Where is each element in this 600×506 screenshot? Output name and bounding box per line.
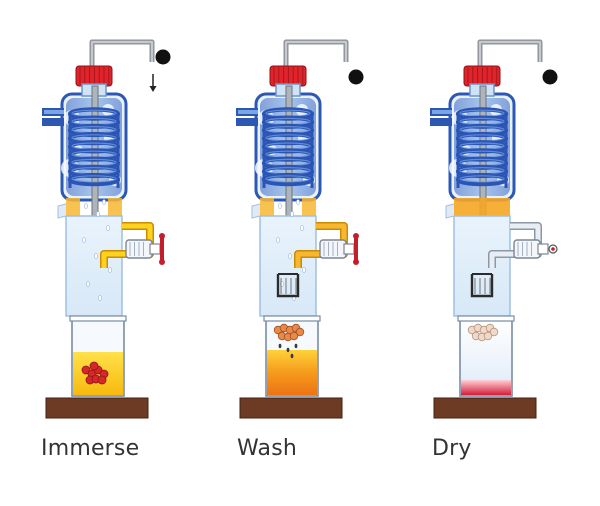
rinse-drop bbox=[294, 343, 298, 349]
sample-bead bbox=[489, 327, 499, 337]
stopcock-knob-bottom bbox=[353, 259, 359, 265]
vapor-zone bbox=[454, 198, 510, 218]
condensate-drop bbox=[94, 253, 98, 259]
stopcock-valve-icon bbox=[160, 236, 164, 262]
apparatus-dry bbox=[430, 39, 558, 419]
rinse-drop bbox=[290, 353, 294, 359]
heated-residue bbox=[461, 380, 511, 395]
condensate-drop bbox=[296, 199, 300, 205]
chamber-lip bbox=[445, 203, 455, 219]
sample-basket-icon bbox=[470, 274, 494, 298]
condensate-drop bbox=[102, 199, 106, 205]
stage-label-immerse: Immerse bbox=[41, 436, 140, 461]
stopcock-knob-top bbox=[159, 233, 165, 239]
condensate-drop bbox=[108, 267, 112, 273]
condensate-drop bbox=[82, 237, 86, 243]
condensate-drop bbox=[84, 203, 88, 209]
condensate-drop bbox=[278, 203, 282, 209]
sample-bead bbox=[483, 331, 493, 341]
sample-bead bbox=[97, 375, 107, 385]
vacuum-line-inner bbox=[284, 40, 348, 72]
stopcock-knob-bottom bbox=[159, 259, 165, 265]
extraction-chamber bbox=[453, 215, 511, 317]
condensate-drop bbox=[290, 211, 294, 217]
vapor-zone-left bbox=[66, 198, 80, 218]
sample-basket-icon bbox=[276, 274, 300, 298]
hot-plate-icon bbox=[239, 397, 343, 419]
coolant-outlet bbox=[430, 118, 452, 126]
rinse-drop bbox=[278, 343, 282, 349]
stopcock-key bbox=[537, 243, 549, 255]
vacuum-line-inner bbox=[478, 40, 542, 72]
apparatus-wash bbox=[236, 39, 364, 419]
rinse-drop bbox=[286, 347, 290, 353]
chamber-lip bbox=[57, 203, 67, 219]
vapor-zone-right bbox=[302, 198, 316, 218]
vacuum-port-icon bbox=[155, 49, 171, 65]
vapor-zone-right bbox=[108, 198, 122, 218]
beaker-rim bbox=[69, 315, 127, 322]
stopcock-key bbox=[149, 243, 161, 255]
beaker-rim bbox=[263, 315, 321, 322]
coolant-inlet-highlight bbox=[44, 110, 64, 114]
condensate-drop bbox=[300, 225, 304, 231]
condensate-drop bbox=[106, 225, 110, 231]
coolant-inlet-highlight bbox=[432, 110, 452, 114]
condensate-drop bbox=[98, 295, 102, 301]
flow-arrow-icon bbox=[149, 86, 157, 92]
coil-highlight bbox=[459, 175, 505, 183]
stopcock-closed-dot bbox=[551, 247, 555, 251]
extraction-chamber bbox=[65, 215, 123, 317]
coil-highlight bbox=[71, 175, 117, 183]
chamber-lip bbox=[251, 203, 261, 219]
condensate-drop bbox=[288, 253, 292, 259]
stopcock-knob-top bbox=[353, 233, 359, 239]
sample-bead bbox=[89, 361, 99, 371]
stopcock-key bbox=[343, 243, 355, 255]
vacuum-port-icon bbox=[542, 69, 558, 85]
stage-label-dry: Dry bbox=[432, 436, 472, 461]
condensate-drop bbox=[86, 281, 90, 287]
stopcock-valve-icon bbox=[354, 236, 358, 262]
beaker-rim bbox=[457, 315, 515, 322]
sample-bead bbox=[295, 327, 305, 337]
sample-bead bbox=[289, 331, 299, 341]
vacuum-line-inner bbox=[90, 40, 154, 72]
stage-label-wash: Wash bbox=[237, 436, 298, 461]
coolant-outlet bbox=[42, 118, 64, 126]
extraction-chamber bbox=[259, 215, 317, 317]
apparatus-immerse bbox=[42, 39, 171, 419]
coolant-outlet bbox=[236, 118, 258, 126]
vapor-zone-left bbox=[260, 198, 274, 218]
coolant-inlet-highlight bbox=[238, 110, 258, 114]
coil-highlight bbox=[265, 175, 311, 183]
sample-bead bbox=[81, 365, 91, 375]
hot-plate-icon bbox=[433, 397, 537, 419]
vacuum-port-icon bbox=[348, 69, 364, 85]
condensate-drop bbox=[302, 267, 306, 273]
condensate-drop bbox=[276, 237, 280, 243]
condensate-drop bbox=[96, 211, 100, 217]
hot-plate-icon bbox=[45, 397, 149, 419]
